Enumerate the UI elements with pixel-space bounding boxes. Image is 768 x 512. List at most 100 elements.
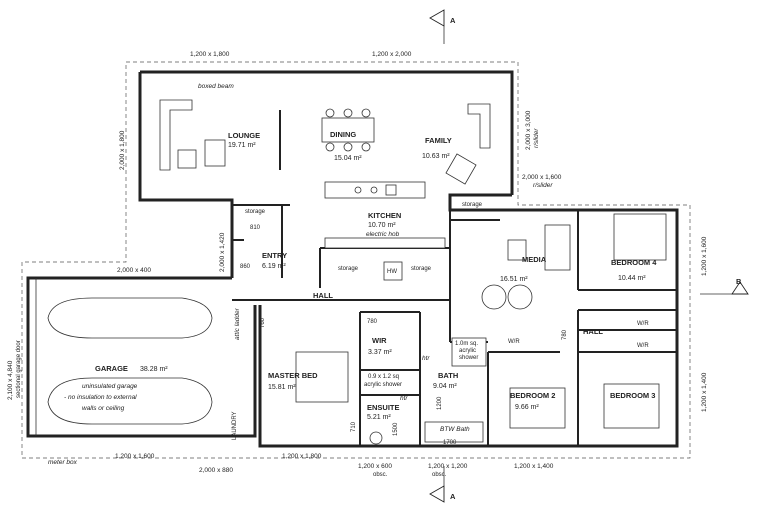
room-area-dining: 15.04 m² xyxy=(334,155,362,162)
room-area-family: 10.63 m² xyxy=(422,153,450,160)
room-area-kitchen: 10.70 m² xyxy=(368,222,396,229)
garage-car-1 xyxy=(47,297,213,339)
dim-window-10: 2,000 x 880 xyxy=(199,467,233,474)
dining-table xyxy=(321,117,375,143)
attic-ladder-label: attic ladder xyxy=(234,307,241,340)
obsc-label-1: obsc. xyxy=(373,472,388,478)
room-name-media: MEDIA xyxy=(522,255,547,264)
section-marker-b: B xyxy=(700,277,749,295)
dimension-labels: 1,200 x 1,800 1,200 x 2,000 2,000 x 1,80… xyxy=(7,51,708,474)
dim-window-5: 2,000 x 1,600 xyxy=(522,174,562,181)
section-marker-a-bottom: A xyxy=(429,466,456,503)
ensuite-shower-label-1: 0.9 x 1.2 sq xyxy=(368,374,399,380)
storage-label-family: storage xyxy=(462,202,483,208)
dim-780-1: 780 xyxy=(367,319,378,325)
hall-label-2: HALL xyxy=(583,327,603,336)
room-name-wir: WIR xyxy=(372,336,387,345)
dim-window-2: 1,200 x 2,000 xyxy=(372,51,412,58)
room-name-master-bed: MASTER BED xyxy=(268,371,318,380)
dim-window-14: 1,200 x 1,400 xyxy=(514,463,554,470)
wr-label-1: W/R xyxy=(637,321,649,327)
hw-cylinder xyxy=(383,261,403,281)
ensuite-toilet xyxy=(369,431,383,445)
dim-window-15: 1,200 x 1,600 xyxy=(701,236,708,276)
room-name-bedroom4: BEDROOM 4 xyxy=(611,258,657,267)
furniture xyxy=(47,99,667,445)
room-area-bedroom4: 10.44 m² xyxy=(618,275,646,282)
room-name-bath: BATH xyxy=(438,371,458,380)
ensuite-shower-label-2: acrylic shower xyxy=(364,382,402,388)
storage-label-entry: storage xyxy=(245,209,266,215)
garage-car-2 xyxy=(47,377,213,425)
dim-window-9: 1,200 x 1,600 xyxy=(115,453,155,460)
family-sofa xyxy=(467,103,491,149)
storage-label-kitchen-2: storage xyxy=(411,266,432,272)
garage-note-3: walls or ceiling xyxy=(82,405,125,412)
dim-window-16: 1,200 x 1,400 xyxy=(701,372,708,412)
lounge-coffee-table xyxy=(204,139,226,167)
section-markers: A A B xyxy=(429,9,749,503)
boxed-beam-label: boxed beam xyxy=(198,83,234,90)
dim-1500: 1500 xyxy=(393,422,399,436)
section-marker-a-top: A xyxy=(429,9,456,44)
htr-label-2: htr xyxy=(400,395,408,402)
dim-window-12: 1,200 x 600 xyxy=(358,463,392,470)
exterior-walls xyxy=(26,70,679,448)
room-name-kitchen: KITCHEN xyxy=(368,211,401,220)
htr-label-1: htr xyxy=(422,355,430,362)
dim-1200: 1200 xyxy=(437,396,443,410)
room-area-wir: 3.37 m² xyxy=(368,349,392,356)
room-name-dining: DINING xyxy=(330,130,356,139)
obsc-label-2: obsc. xyxy=(432,472,447,478)
master-bed xyxy=(295,351,349,403)
family-armchair xyxy=(445,153,477,185)
dim-1700: 1700 xyxy=(443,440,457,446)
meter-box-label: meter box xyxy=(48,459,78,466)
rslider-label-1: r/slider xyxy=(533,128,540,148)
bath-shower xyxy=(451,337,487,367)
dim-760: 760 xyxy=(260,317,266,328)
dim-window-7: 2,000 x 1,420 xyxy=(219,232,226,272)
wr-label-3: W/R xyxy=(637,343,649,349)
hw-label: HW xyxy=(387,269,397,275)
garage-note-1: uninsulated garage xyxy=(82,383,138,390)
room-name-family: FAMILY xyxy=(425,136,452,145)
wr-label-2: W/R xyxy=(508,339,520,345)
lounge-armchair xyxy=(177,149,197,169)
dim-window-1: 1,200 x 1,800 xyxy=(190,51,230,58)
hall-label-1: HALL xyxy=(313,291,333,300)
dim-860: 860 xyxy=(240,264,251,270)
bath-shower-label-3: shower xyxy=(459,355,478,361)
bedroom3-bed xyxy=(603,383,660,429)
btw-bath-label: BTW Bath xyxy=(440,426,470,433)
section-a-top-label: A xyxy=(450,16,456,25)
dim-780-2: 780 xyxy=(562,329,568,340)
electric-hob-label: electric hob xyxy=(366,231,400,238)
room-area-media: 16.51 m² xyxy=(500,276,528,283)
bedroom2-bed xyxy=(509,387,566,429)
laundry-label: LAUNDRY xyxy=(232,411,238,440)
dim-710: 710 xyxy=(351,421,357,432)
interior-walls xyxy=(232,204,677,446)
room-name-entry: ENTRY xyxy=(262,251,287,260)
rslider-label-2: r/slider xyxy=(533,182,553,189)
dim-window-3: 2,000 x 1,800 xyxy=(119,130,126,170)
bath-shower-label-1: 1.0m sq. xyxy=(455,341,478,347)
room-name-bedroom3: BEDROOM 3 xyxy=(610,391,655,400)
annotation-labels: boxed beam storage storage electric hob … xyxy=(16,83,649,478)
room-name-ensuite: ENSUITE xyxy=(367,403,400,412)
dim-window-4: 2,000 x 3,000 xyxy=(525,110,532,150)
lounge-sofa xyxy=(159,99,193,171)
bath-shower-label-2: acrylic xyxy=(459,348,476,354)
bath-tub xyxy=(424,421,484,443)
section-b-label: B xyxy=(736,277,742,286)
room-name-lounge: LOUNGE xyxy=(228,131,260,140)
section-a-bottom-label: A xyxy=(450,492,456,501)
dim-window-13: 1,200 x 1,200 xyxy=(428,463,468,470)
room-labels: LOUNGE 19.71 m² DINING 15.04 m² FAMILY 1… xyxy=(95,130,657,421)
room-area-bedroom2: 9.66 m² xyxy=(515,404,539,411)
bedroom4-bed xyxy=(613,213,667,261)
room-name-bedroom2: BEDROOM 2 xyxy=(510,391,555,400)
room-area-bath: 9.04 m² xyxy=(433,383,457,390)
dim-window-6: 2,000 x 400 xyxy=(117,267,151,274)
